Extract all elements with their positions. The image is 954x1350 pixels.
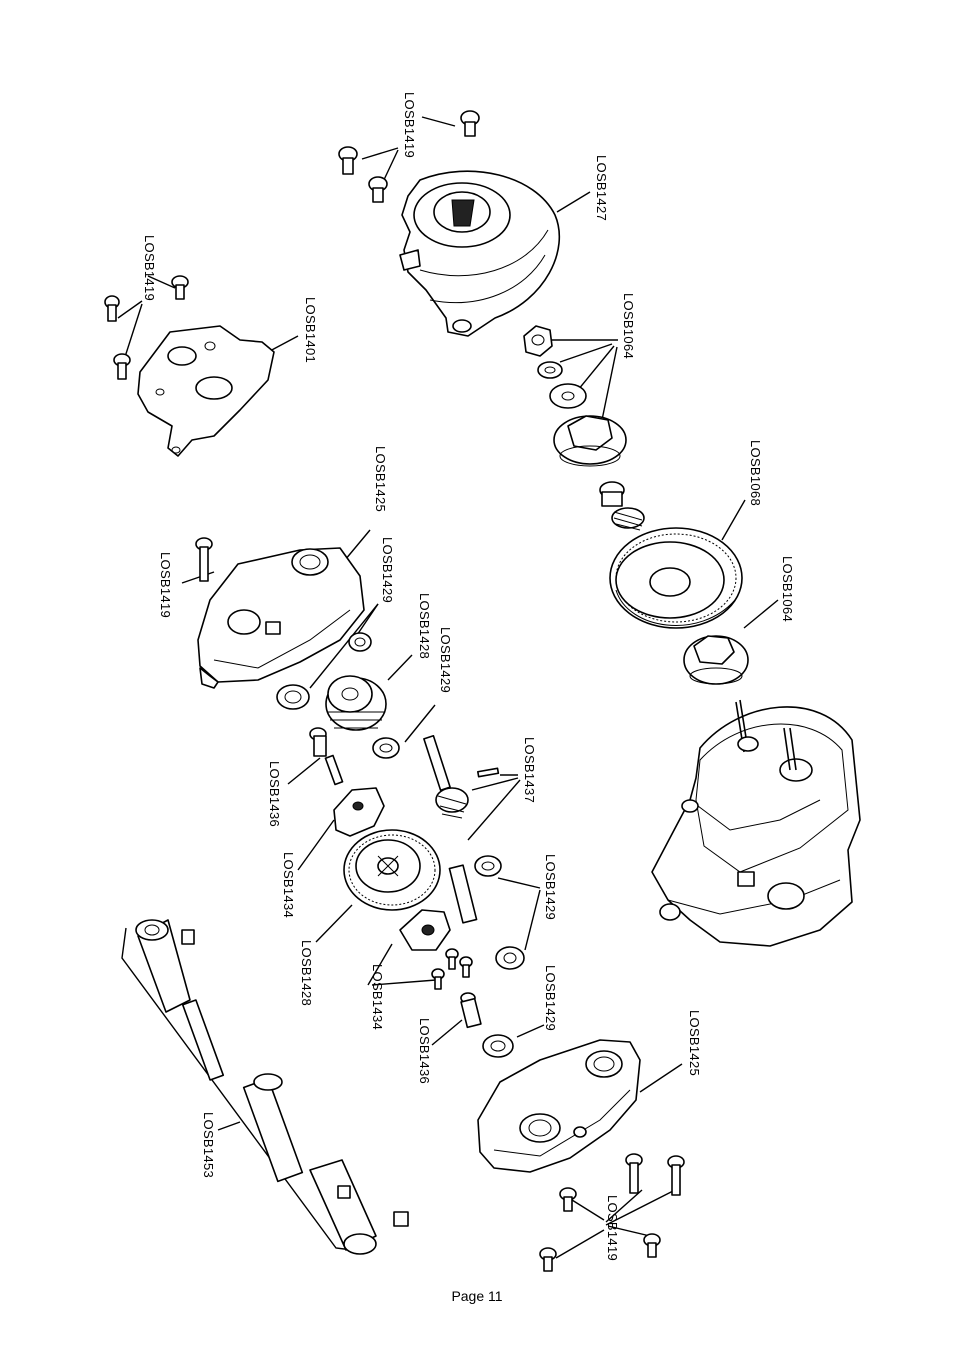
screw-icon [459,956,473,978]
callout-losb1453: LOSB1453 [201,1112,216,1178]
slipper-adjust-nut [683,635,749,685]
callout-losb1068: LOSB1068 [748,440,763,506]
pinion-gear [599,481,645,531]
screw-icon [113,353,131,380]
slipper-hub-small [399,909,451,951]
callout-losb1434-upper: LOSB1434 [281,852,296,918]
callout-losb1429-b: LOSB1429 [438,627,453,693]
motor-plate [137,325,275,457]
top-shaft [309,727,344,786]
slipper-washer [549,383,587,409]
leader-lines [117,116,779,1259]
callout-losb1436-lower: LOSB1436 [417,1018,432,1084]
bearing-icon [474,855,502,877]
screw-icon [338,146,358,175]
screw-icon [171,275,189,300]
spur-gear-cover [399,170,560,337]
screw-icon [104,295,120,322]
callout-losb1425-upper: LOSB1425 [373,446,388,512]
callout-losb1429-a: LOSB1429 [380,537,395,603]
assembled-transmission [651,699,861,947]
callout-losb1419-bottom: LOSB1419 [605,1195,620,1261]
callout-losb1401: LOSB1401 [303,297,318,363]
callout-losb1425-lower: LOSB1425 [687,1010,702,1076]
gearbox-case-half [197,547,365,689]
screw-icon [460,110,480,137]
bearing-icon [348,632,372,652]
callout-losb1434-lower: LOSB1434 [370,964,385,1030]
idler-gear [325,675,387,731]
slipper-washer [537,361,563,379]
slipper-hub [553,415,627,467]
lower-shaft [460,992,482,1029]
screw-icon [368,176,388,203]
driveshaft [135,919,409,1255]
screw-icon [539,1247,557,1272]
screw-icon [643,1233,661,1258]
callout-losb1419-left: LOSB1419 [142,235,157,301]
output-shaft [423,734,469,819]
screw-icon [431,968,445,990]
page-number: Page 11 [451,1288,503,1304]
callout-losb1064-lower: LOSB1064 [780,556,795,622]
callout-losb1428-lower: LOSB1428 [299,940,314,1006]
callout-losb1427: LOSB1427 [594,155,609,221]
callout-losb1419-mid: LOSB1419 [158,552,173,618]
bearing-icon [482,1034,514,1058]
bearing-icon [495,946,525,970]
screw-icon [445,948,459,970]
callout-losb1419-top: LOSB1419 [402,92,417,158]
slipper-nut [523,325,553,357]
top-gear [343,829,441,911]
screw-icon [667,1155,685,1196]
callout-losb1428-upper: LOSB1428 [417,593,432,659]
slipper-plate [333,787,385,837]
callout-losb1437: LOSB1437 [522,737,537,803]
screw-icon [559,1187,577,1212]
callout-losb1429-c: LOSB1429 [543,854,558,920]
callout-losb1429-d: LOSB1429 [543,965,558,1031]
screw-icon [625,1153,643,1194]
idler-shaft [448,864,478,924]
pin-icon [477,767,500,778]
bearing-icon [372,737,400,759]
screw-icon [195,537,213,582]
gearbox-case-half-lower [477,1039,641,1173]
spur-gear [609,527,743,629]
callout-losb1436-upper: LOSB1436 [267,761,282,827]
bearing-icon [276,684,310,710]
callout-losb1064-upper: LOSB1064 [621,293,636,359]
